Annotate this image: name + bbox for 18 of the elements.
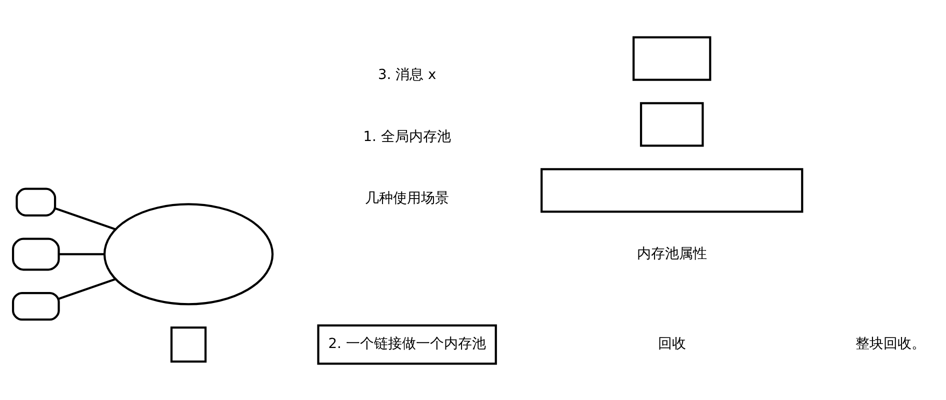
node-ellipse xyxy=(103,202,274,305)
node-box xyxy=(170,326,207,362)
label: 内存池属性 xyxy=(636,245,707,262)
node-box xyxy=(540,168,804,212)
node-box xyxy=(16,187,56,216)
node-box xyxy=(632,36,712,80)
label: 几种使用场景 xyxy=(365,190,450,206)
connector xyxy=(58,278,116,300)
label: 整块回收。 xyxy=(855,336,926,352)
connector xyxy=(58,252,104,255)
node-box xyxy=(12,237,60,270)
node-box xyxy=(12,291,60,320)
node-box xyxy=(640,102,704,146)
node-box: 2. 一个链接做一个内存池 xyxy=(317,324,497,364)
label: 1. 全局内存池 xyxy=(363,128,451,144)
label: 回收 xyxy=(658,336,686,352)
connector xyxy=(54,206,116,230)
label: 3. 消息 x xyxy=(378,66,436,83)
